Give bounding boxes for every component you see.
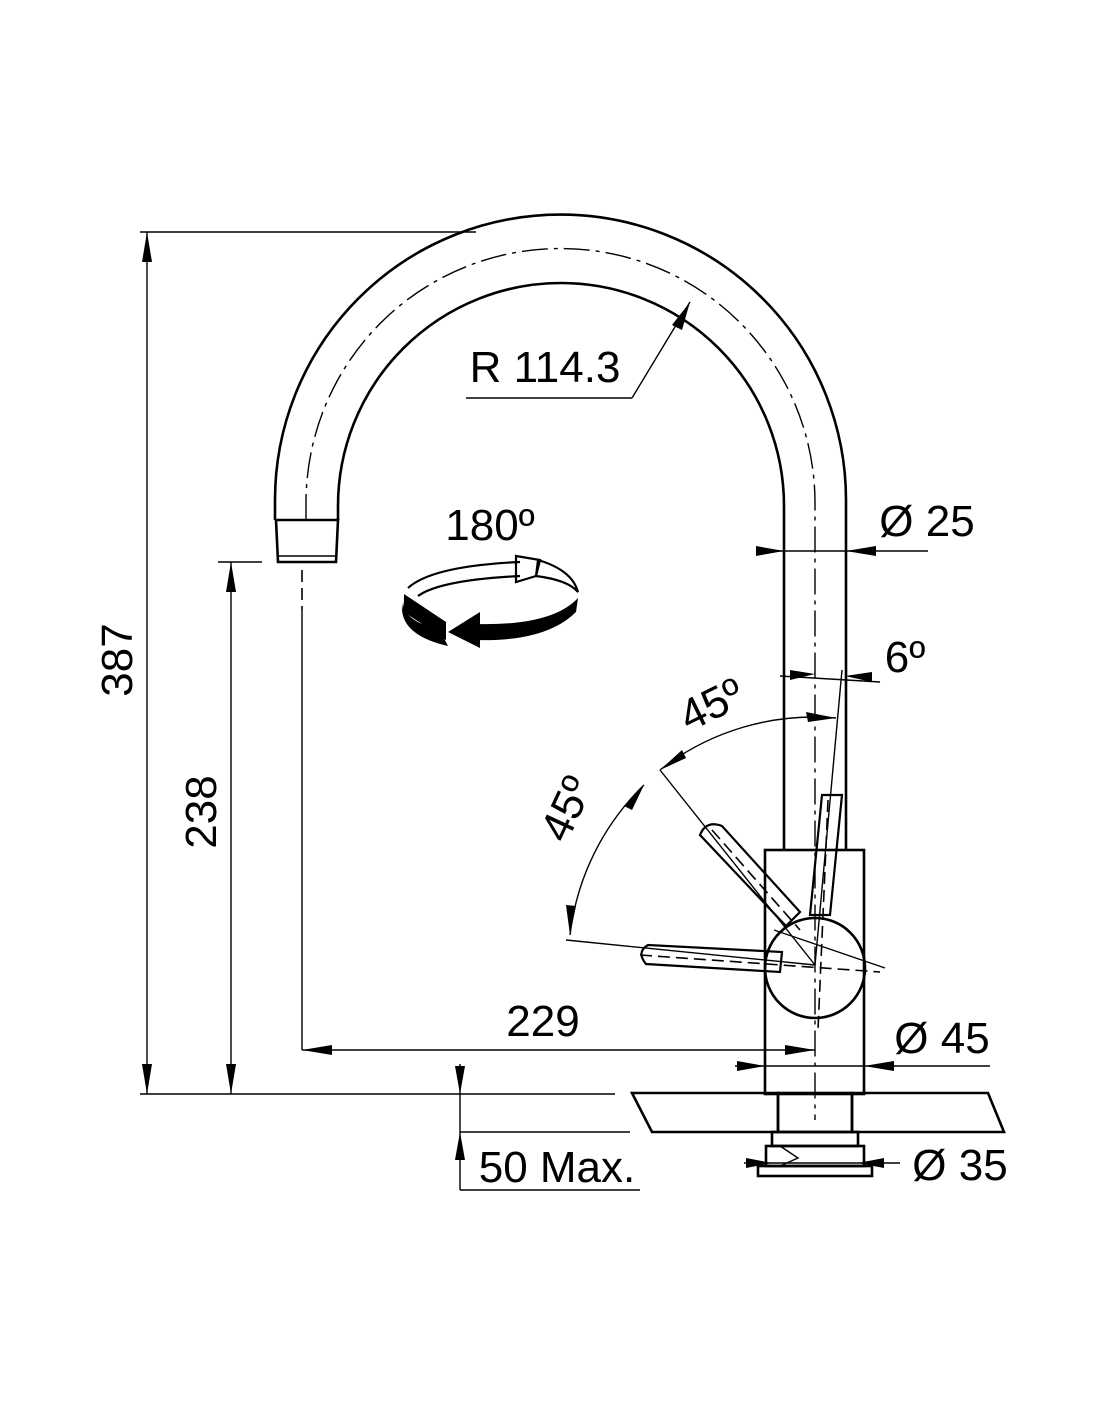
faucet-outline	[273, 213, 886, 1120]
label-hole-diameter: Ø 35	[912, 1141, 1007, 1190]
dim-body-diameter	[735, 1061, 990, 1071]
spout-arc-outer	[273, 213, 848, 850]
lever-positions	[639, 793, 881, 1031]
label-reach: 229	[506, 997, 579, 1046]
dim-hole-diameter	[744, 1158, 900, 1168]
label-swivel: 180º	[445, 501, 534, 550]
spout-arc-inner	[336, 281, 786, 850]
angle-lower-45	[566, 784, 645, 936]
dim-max-thickness	[455, 1064, 640, 1191]
label-spout-diameter: Ø 25	[879, 497, 974, 546]
label-body-diameter: Ø 45	[894, 1014, 989, 1063]
dim-reach	[302, 1045, 815, 1055]
dim-total-height	[140, 231, 615, 1095]
label-lever-range-upper: 45º	[672, 669, 752, 742]
dim-spout-diameter	[756, 546, 928, 556]
rotation-arrow-icon	[402, 554, 580, 648]
mixer-cartridge	[763, 916, 867, 1020]
spout-centerline	[305, 247, 816, 1120]
label-lever-range-lower: 45º	[531, 769, 603, 849]
angle-upper-45	[659, 712, 837, 771]
dim-spout-height	[218, 561, 262, 1094]
angle-lever-tilt	[779, 670, 881, 683]
countertop	[629, 1091, 1006, 1178]
label-radius: R 114.3	[470, 343, 621, 392]
label-max-thickness: 50 Max.	[479, 1143, 636, 1192]
dim-radius	[466, 301, 691, 399]
spout-tip	[274, 518, 340, 564]
label-lever-tilt: 6º	[885, 633, 926, 682]
label-spout-height: 238	[177, 775, 226, 848]
label-total-height: 387	[93, 623, 142, 696]
